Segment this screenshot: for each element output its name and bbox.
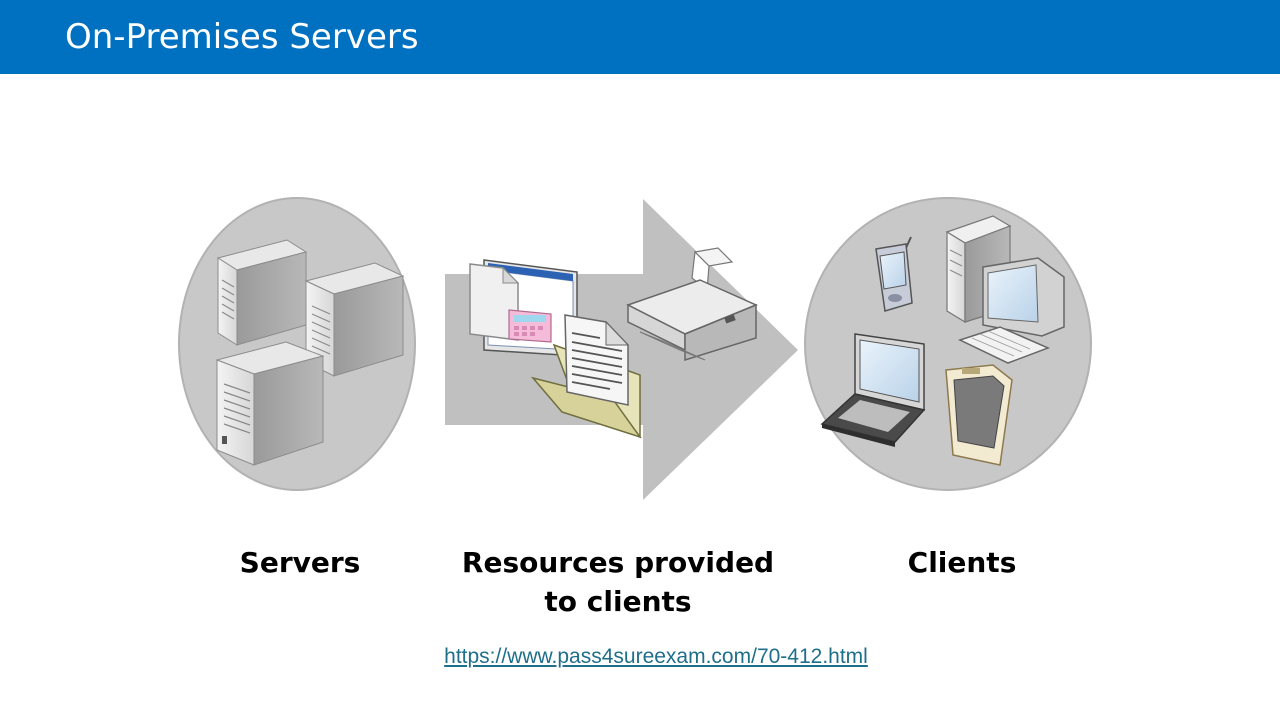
- calculator-icon: [508, 309, 552, 343]
- keyboard-icon: [957, 326, 1050, 364]
- pda-icon: [875, 236, 913, 312]
- tablet-icon: [945, 364, 1013, 466]
- text-document-icon: [564, 314, 630, 406]
- clients-label: Clients: [907, 546, 1017, 579]
- laptop-icon: [820, 333, 926, 447]
- resources-label: Resources provided to clients: [448, 543, 788, 621]
- servers-group: [178, 197, 416, 491]
- monitor-icon: [982, 257, 1065, 337]
- clients-group: [804, 197, 1092, 491]
- printer-icon: [626, 247, 758, 362]
- document-icon: [469, 263, 520, 341]
- resources-label-line1: Resources provided: [461, 546, 775, 579]
- slide-title: On-Premises Servers: [65, 17, 419, 57]
- source-link[interactable]: https://www.pass4sureexam.com/70-412.htm…: [444, 645, 868, 668]
- resources-label-line2: to clients: [544, 585, 692, 618]
- resources-arrow-group: [445, 199, 798, 500]
- server-tower-icon: [216, 239, 308, 346]
- title-bar: On-Premises Servers: [0, 0, 1280, 74]
- servers-label: Servers: [239, 546, 361, 579]
- server-tower-icon: [215, 341, 325, 466]
